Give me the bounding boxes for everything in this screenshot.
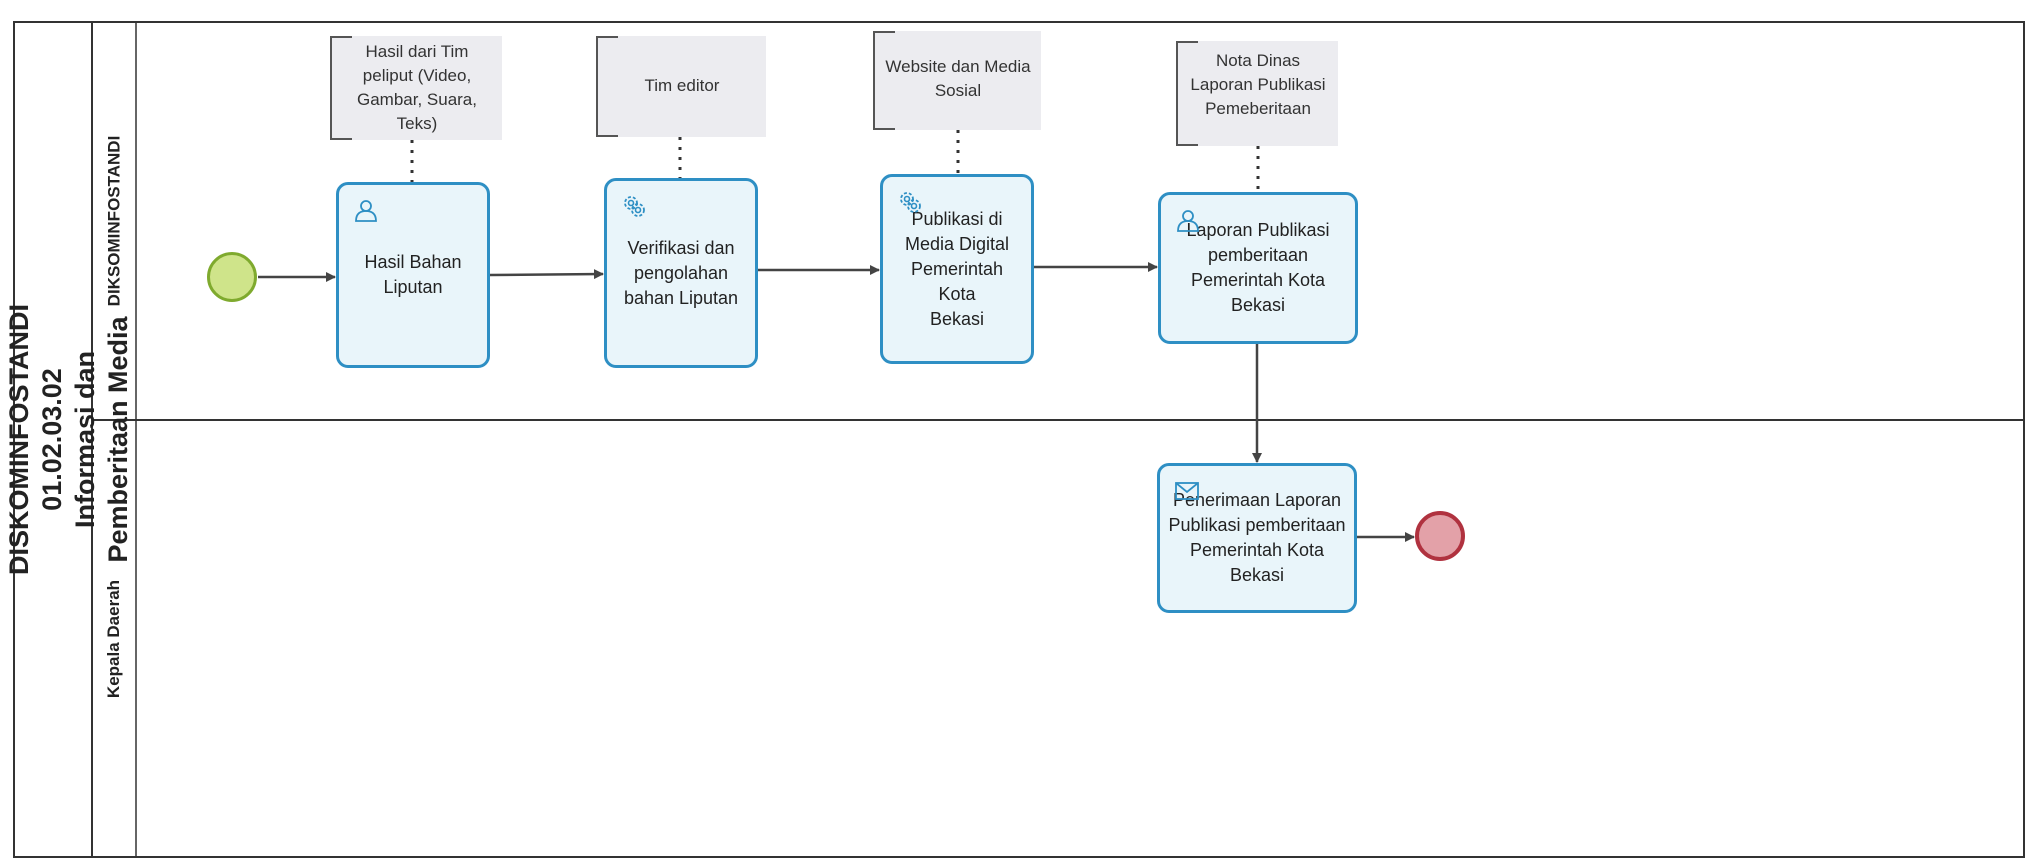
task-publikasi-media-digital[interactable]: Publikasi di Media Digital Pemerintah Ko… <box>880 174 1034 364</box>
gear-icon <box>624 196 645 217</box>
start-event[interactable] <box>207 252 257 302</box>
task-hasil-bahan-liputan[interactable]: Hasil Bahan Liputan <box>336 182 490 368</box>
pool-border <box>13 21 2025 858</box>
text-annotation: Hasil dari Tim peliput (Video, Gambar, S… <box>330 36 502 140</box>
task-label: Laporan Publikasi pemberitaan Pemerintah… <box>1186 220 1330 315</box>
sequence-flow <box>489 269 604 280</box>
gear-icon <box>900 192 921 213</box>
user-icon <box>355 200 377 222</box>
annotation-text: Nota Dinas Laporan Publikasi Pemeberitaa… <box>1190 51 1326 118</box>
task-label: Publikasi di Media Digital Pemerintah Ko… <box>904 208 1010 329</box>
pool-title: CFM DISKOMINFOSTANDI 01.02.03.02 Informa… <box>0 22 133 857</box>
user-icon <box>1177 210 1199 232</box>
annotation-text: Tim editor <box>644 76 720 95</box>
lane-label-kepala-daerah: Kepala Daerah <box>92 420 136 857</box>
lane-label-diksominfostandi: DIKSOMINFOSTANDI <box>92 22 136 420</box>
task-label: Verifikasi dan pengolahan bahan Liputan <box>623 237 739 308</box>
task-label: Hasil Bahan Liputan <box>364 252 462 297</box>
text-annotation: Website dan Media Sosial <box>873 31 1041 130</box>
text-annotation: Nota Dinas Laporan Publikasi Pemeberitaa… <box>1176 41 1338 146</box>
lane-name: Kepala Daerah <box>104 579 123 698</box>
task-penerimaan-laporan[interactable]: Penerimaan Laporan Publikasi pemberitaan… <box>1157 463 1357 613</box>
task-laporan-publikasi[interactable]: Laporan Publikasi pemberitaan Pemerintah… <box>1158 192 1358 344</box>
text-annotation: Tim editor <box>596 36 766 137</box>
annotation-text: Hasil dari Tim peliput (Video, Gambar, S… <box>356 42 477 133</box>
envelope-icon <box>1175 482 1199 500</box>
annotation-text: Website dan Media Sosial <box>885 57 1031 100</box>
task-verifikasi-pengolahan[interactable]: Verifikasi dan pengolahan bahan Liputan <box>604 178 758 368</box>
end-event[interactable] <box>1415 511 1465 561</box>
lane-name: DIKSOMINFOSTANDI <box>104 135 123 307</box>
